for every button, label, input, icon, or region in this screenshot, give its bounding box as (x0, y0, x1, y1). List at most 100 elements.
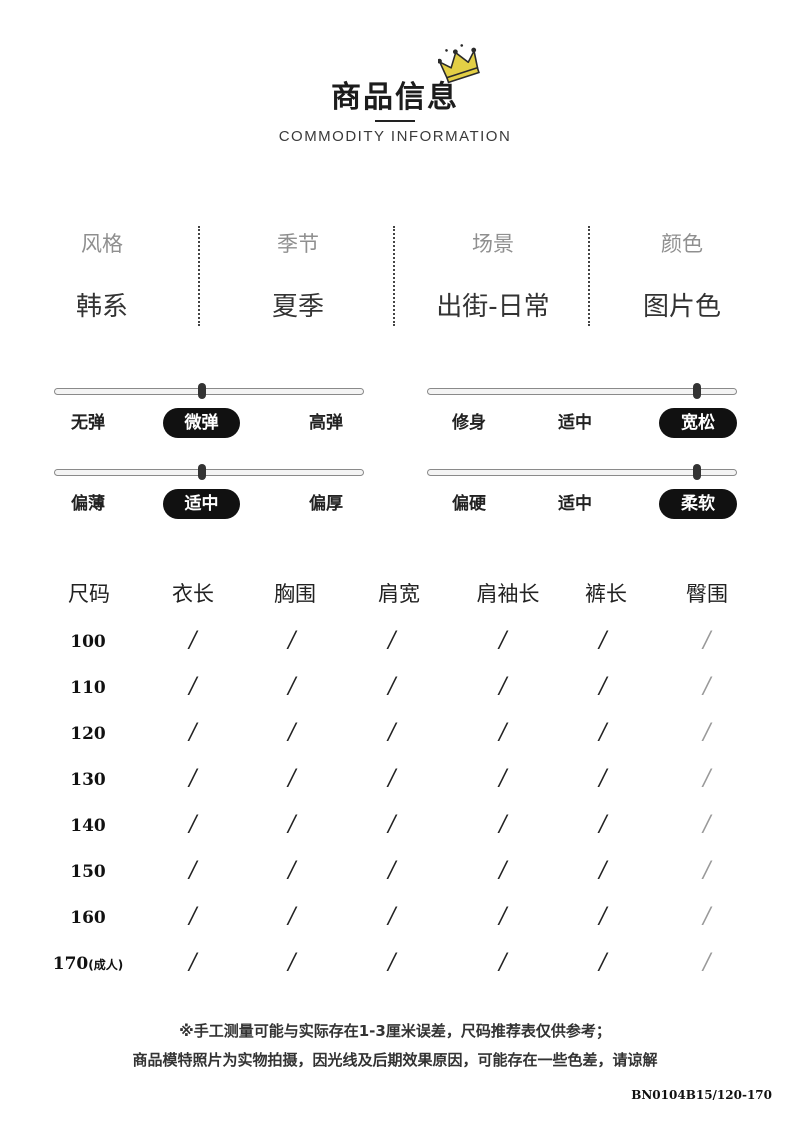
attribute-style: 风格 韩系 (4, 222, 200, 323)
size-cell: / (388, 674, 396, 699)
size-cell: / (288, 766, 296, 791)
product-code: BN0104B15/120-170 (631, 1088, 772, 1102)
size-cell: / (599, 858, 607, 883)
size-cell: / (189, 858, 197, 883)
measurement-note: ※手工测量可能与实际存在1-3厘米误差，尺码推荐表仅供参考； (179, 1022, 611, 1040)
size-cell: / (388, 858, 396, 883)
size-cell: / (703, 904, 711, 929)
size-label: 100 (38, 632, 138, 660)
size-cell: / (599, 950, 607, 975)
size-cell: / (599, 812, 607, 837)
size-header: 臀围 (686, 582, 728, 606)
size-suffix: (成人) (88, 958, 124, 972)
size-cell: / (599, 628, 607, 653)
slider-track (427, 388, 737, 395)
slider-thumb (693, 464, 701, 480)
size-header: 衣长 (172, 582, 214, 606)
size-value: 110 (70, 678, 106, 698)
size-cell: / (388, 904, 396, 929)
page-title: 商品信息 (331, 80, 459, 115)
size-cell: / (388, 628, 396, 653)
attribute-label: 季节 (277, 232, 319, 256)
attribute-season: 季节 夏季 (200, 222, 396, 323)
crown-icon (438, 44, 480, 84)
size-cell: / (499, 950, 507, 975)
slider-track (54, 469, 364, 476)
size-cell: / (703, 766, 711, 791)
size-value: 100 (70, 632, 106, 652)
size-cell: / (703, 720, 711, 745)
size-value: 150 (70, 862, 106, 882)
divider (198, 226, 200, 326)
size-cell: / (599, 720, 607, 745)
size-cell: / (388, 766, 396, 791)
size-value: 130 (70, 770, 106, 790)
attribute-label: 场景 (472, 232, 514, 256)
slider-option: 无弹 (71, 413, 105, 433)
size-cell: / (703, 950, 711, 975)
color-note: 商品模特照片为实物拍摄，因光线及后期效果原因，可能存在一些色差，请谅解 (132, 1051, 658, 1069)
size-cell: / (703, 674, 711, 699)
size-label: 160 (38, 908, 138, 936)
slider-option: 修身 (452, 413, 486, 433)
slider-track (427, 469, 737, 476)
size-cell: / (499, 674, 507, 699)
size-cell: / (288, 858, 296, 883)
slider-option-selected: 适中 (163, 489, 240, 519)
size-cell: / (288, 950, 296, 975)
size-cell: / (499, 720, 507, 745)
size-value: 120 (70, 724, 106, 744)
size-cell: / (388, 950, 396, 975)
size-cell: / (288, 904, 296, 929)
slider-option: 高弹 (309, 413, 343, 433)
size-header: 胸围 (274, 582, 316, 606)
size-cell: / (189, 950, 197, 975)
size-cell: / (288, 674, 296, 699)
size-cell: / (499, 904, 507, 929)
attribute-value: 韩系 (75, 292, 128, 322)
size-label: 150 (38, 862, 138, 890)
size-label: 140 (38, 816, 138, 844)
attribute-value: 图片色 (642, 292, 721, 322)
size-cell: / (703, 628, 711, 653)
size-header: 肩袖长 (476, 582, 540, 606)
slider-thumb (198, 464, 206, 480)
size-cell: / (388, 720, 396, 745)
size-cell: / (189, 904, 197, 929)
slider-option: 偏硬 (452, 494, 486, 514)
attribute-label: 颜色 (661, 232, 703, 256)
size-cell: / (189, 628, 197, 653)
slider-track (54, 388, 364, 395)
size-value: 170 (52, 954, 89, 974)
size-cell: / (499, 628, 507, 653)
slider-option-selected: 微弹 (163, 408, 240, 438)
size-header: 尺码 (68, 582, 110, 606)
size-cell: / (189, 766, 197, 791)
softness-slider: 偏硬 适中 柔软 (427, 464, 737, 524)
size-cell: / (599, 904, 607, 929)
size-value: 160 (70, 908, 106, 928)
size-cell: / (599, 674, 607, 699)
attribute-value: 出街-日常 (436, 292, 550, 322)
size-cell: / (189, 812, 197, 837)
size-cell: / (499, 858, 507, 883)
size-cell: / (599, 766, 607, 791)
size-label: 130 (38, 770, 138, 798)
size-cell: / (288, 628, 296, 653)
slider-option: 偏厚 (309, 494, 343, 514)
thickness-slider: 偏薄 适中 偏厚 (54, 464, 364, 524)
elasticity-slider: 无弹 微弹 高弹 (54, 383, 364, 443)
slider-option: 偏薄 (71, 494, 105, 514)
title-underline (375, 120, 415, 122)
attribute-value: 夏季 (271, 292, 324, 322)
size-label: 170(成人) (38, 954, 138, 982)
size-cell: / (288, 812, 296, 837)
attribute-label: 风格 (81, 232, 123, 256)
slider-option: 适中 (558, 494, 592, 514)
divider (393, 226, 395, 326)
size-cell: / (189, 720, 197, 745)
page-subtitle: COMMODITY INFORMATION (278, 128, 512, 145)
slider-option-selected: 柔软 (659, 489, 737, 519)
size-cell: / (499, 812, 507, 837)
size-header: 肩宽 (378, 582, 420, 606)
